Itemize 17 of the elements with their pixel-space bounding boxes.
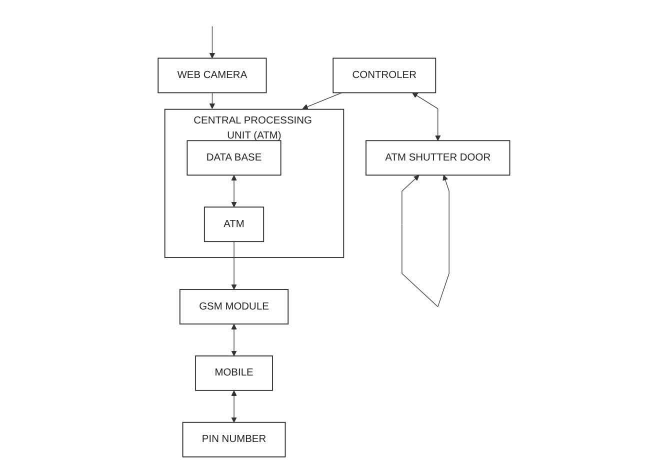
- node-box: CONTROLER: [332, 58, 436, 94]
- arrow: [231, 324, 237, 356]
- node-box: PIN NUMBER: [182, 422, 286, 458]
- node-box: DATA BASE: [186, 140, 282, 176]
- node-box: MOBILE: [195, 355, 274, 391]
- arrow: [302, 92, 342, 110]
- arrow: [209, 92, 216, 109]
- arrow: [231, 175, 237, 208]
- node-box: ATM: [204, 206, 264, 242]
- arrow: [231, 241, 237, 290]
- node-box: ATM SHUTTER DOOR: [366, 140, 510, 176]
- node-box: WEB CAMERA: [158, 58, 267, 94]
- arrow: [209, 26, 216, 58]
- arrow: [412, 92, 441, 141]
- arrow: [402, 174, 450, 308]
- arrow: [231, 390, 237, 423]
- node-box: GSM MODULE: [180, 289, 289, 324]
